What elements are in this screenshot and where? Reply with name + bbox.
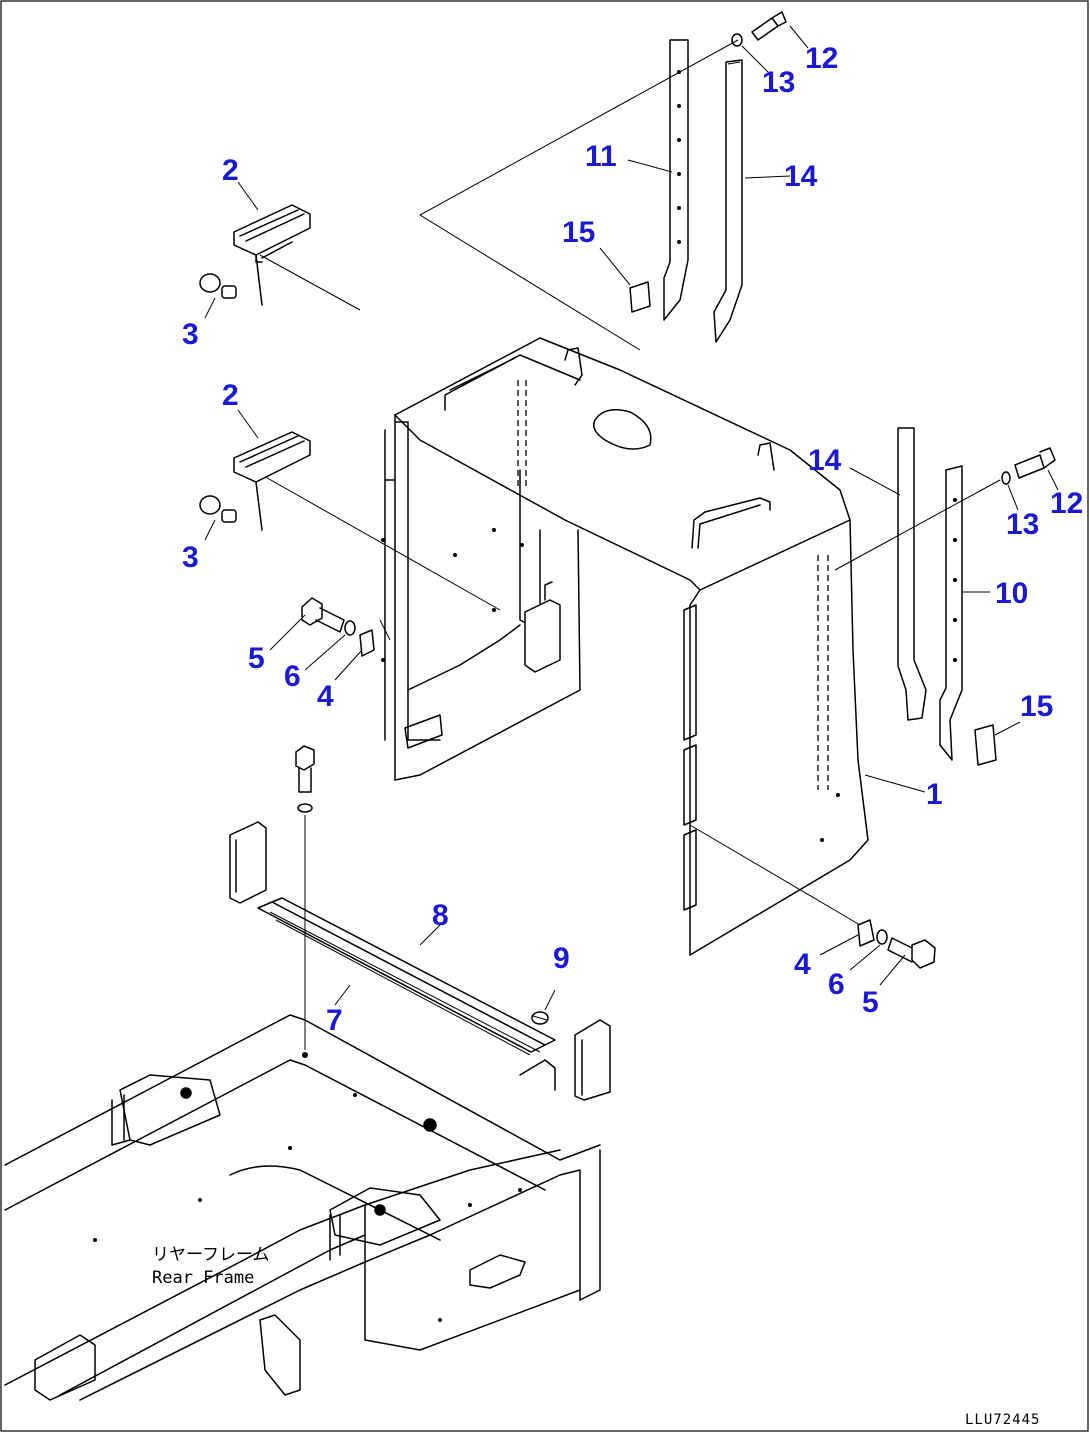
washer-part-6-right bbox=[876, 929, 888, 945]
callout-2-top: 2 bbox=[222, 154, 239, 187]
callout-10: 10 bbox=[995, 577, 1028, 610]
leader-top-panel bbox=[419, 39, 739, 351]
callout-15-right: 15 bbox=[1020, 690, 1053, 723]
drawing-id: LLU72445 bbox=[965, 1412, 1040, 1428]
cap-part-15-top bbox=[629, 281, 651, 313]
seal-strip-part-14-top bbox=[713, 59, 743, 343]
cap-part-15-right bbox=[974, 724, 997, 766]
leader-bracket-mid bbox=[261, 474, 501, 611]
callout-13-right: 13 bbox=[1006, 508, 1039, 541]
seal-strip-part-14-right bbox=[897, 427, 927, 721]
callout-8: 8 bbox=[432, 899, 449, 932]
leader-left-bolt bbox=[379, 619, 391, 641]
callout-3-top: 3 bbox=[182, 318, 199, 351]
callout-7: 7 bbox=[326, 1004, 343, 1037]
callout-leaders bbox=[204, 25, 1059, 1011]
callout-6-left: 6 bbox=[284, 660, 301, 693]
leader-right-upper bbox=[834, 479, 1001, 571]
bracket-part-2-top bbox=[233, 204, 311, 306]
rail-part-8 bbox=[257, 897, 556, 1056]
callout-15-top: 15 bbox=[562, 216, 595, 249]
callout-9: 9 bbox=[553, 942, 570, 975]
cab-body-part-1 bbox=[381, 337, 869, 956]
rear-frame-label-japanese: リヤーフレーム bbox=[152, 1245, 269, 1265]
mount-bolt bbox=[295, 745, 315, 1050]
callout-1: 1 bbox=[926, 778, 943, 811]
spacer-part-4-left bbox=[359, 629, 375, 657]
bracket-part-2-mid bbox=[233, 431, 311, 531]
nut-part-9 bbox=[531, 1011, 549, 1025]
bolt-part-5-right bbox=[887, 937, 936, 969]
callout-14-top: 14 bbox=[784, 160, 818, 193]
bolt-part-5-left bbox=[301, 597, 345, 633]
cushion-block-left bbox=[229, 821, 267, 904]
bolt-part-12-top bbox=[731, 11, 787, 47]
bolt-part-12-right bbox=[1001, 447, 1056, 485]
rear-frame-label-english: Rear Frame bbox=[152, 1268, 254, 1288]
callout-6-right: 6 bbox=[828, 968, 845, 1001]
callout-4-left: 4 bbox=[317, 680, 334, 713]
callout-11: 11 bbox=[585, 140, 617, 173]
callout-4-right: 4 bbox=[794, 948, 811, 981]
callout-13-top: 13 bbox=[762, 66, 795, 99]
spacer-part-4-right bbox=[857, 919, 875, 947]
callout-2-mid: 2 bbox=[222, 379, 239, 412]
nut-part-3-top bbox=[199, 273, 237, 299]
callout-12-top: 12 bbox=[805, 42, 838, 75]
rubber-strip-part-11 bbox=[663, 39, 689, 321]
callout-12-right: 12 bbox=[1050, 487, 1083, 520]
callout-14-right: 14 bbox=[808, 444, 842, 477]
callout-5-right: 5 bbox=[862, 986, 879, 1019]
nut-part-3-mid bbox=[199, 495, 237, 523]
cushion-block-right bbox=[574, 1019, 611, 1101]
callout-3-mid: 3 bbox=[182, 541, 199, 574]
washer-part-6-left bbox=[344, 620, 356, 636]
rear-frame bbox=[4, 1014, 601, 1401]
leader-right-lower bbox=[689, 824, 861, 926]
leader-bracket-top bbox=[259, 254, 361, 311]
rubber-strip-part-10 bbox=[939, 465, 963, 761]
callout-5-left: 5 bbox=[248, 642, 265, 675]
